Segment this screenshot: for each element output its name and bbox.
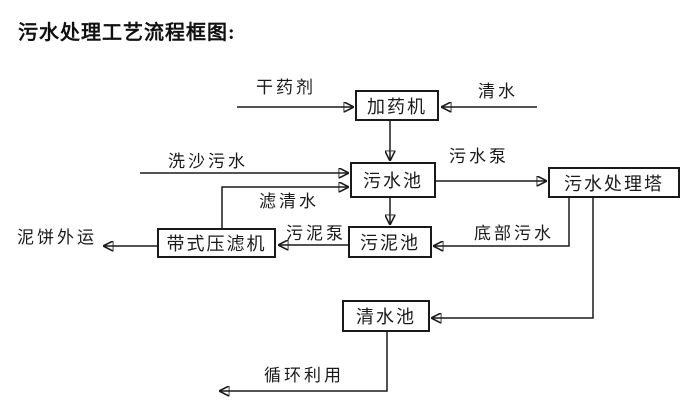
label-bottom-sewage: 底部污水 [474,224,554,243]
arrow-treatment-tower-to-clean-water-pool [432,198,594,318]
node-treatment-tower: 污水处理塔 [548,167,680,198]
arrow-filtered-water-to-sewage-pool [221,187,348,228]
page-title: 污水处理工艺流程框图: [18,22,236,44]
label-clean-water: 清水 [478,82,518,101]
label-sludge-pump: 污泥泵 [286,224,346,243]
label-sewage-pump: 污水泵 [449,147,509,166]
node-clean-water-pool: 清水池 [342,300,430,332]
node-dosing-machine: 加药机 [355,90,439,121]
node-sludge-pool: 污泥池 [348,226,432,258]
label-dry-chemical: 干药剂 [256,78,316,97]
label-mud-cake-out: 泥饼外运 [17,228,97,247]
label-recycle: 循环利用 [264,366,344,385]
arrow-clean-water-pool-to-recycle [220,332,388,391]
label-sand-washing-sewage: 洗沙污水 [168,152,248,171]
arrow-bottom-sewage-to-sludge-pool [434,198,570,246]
node-sewage-pool: 污水池 [350,162,436,198]
node-belt-filter-press: 带式压滤机 [157,228,276,258]
label-filtered-water: 滤清水 [259,192,319,211]
